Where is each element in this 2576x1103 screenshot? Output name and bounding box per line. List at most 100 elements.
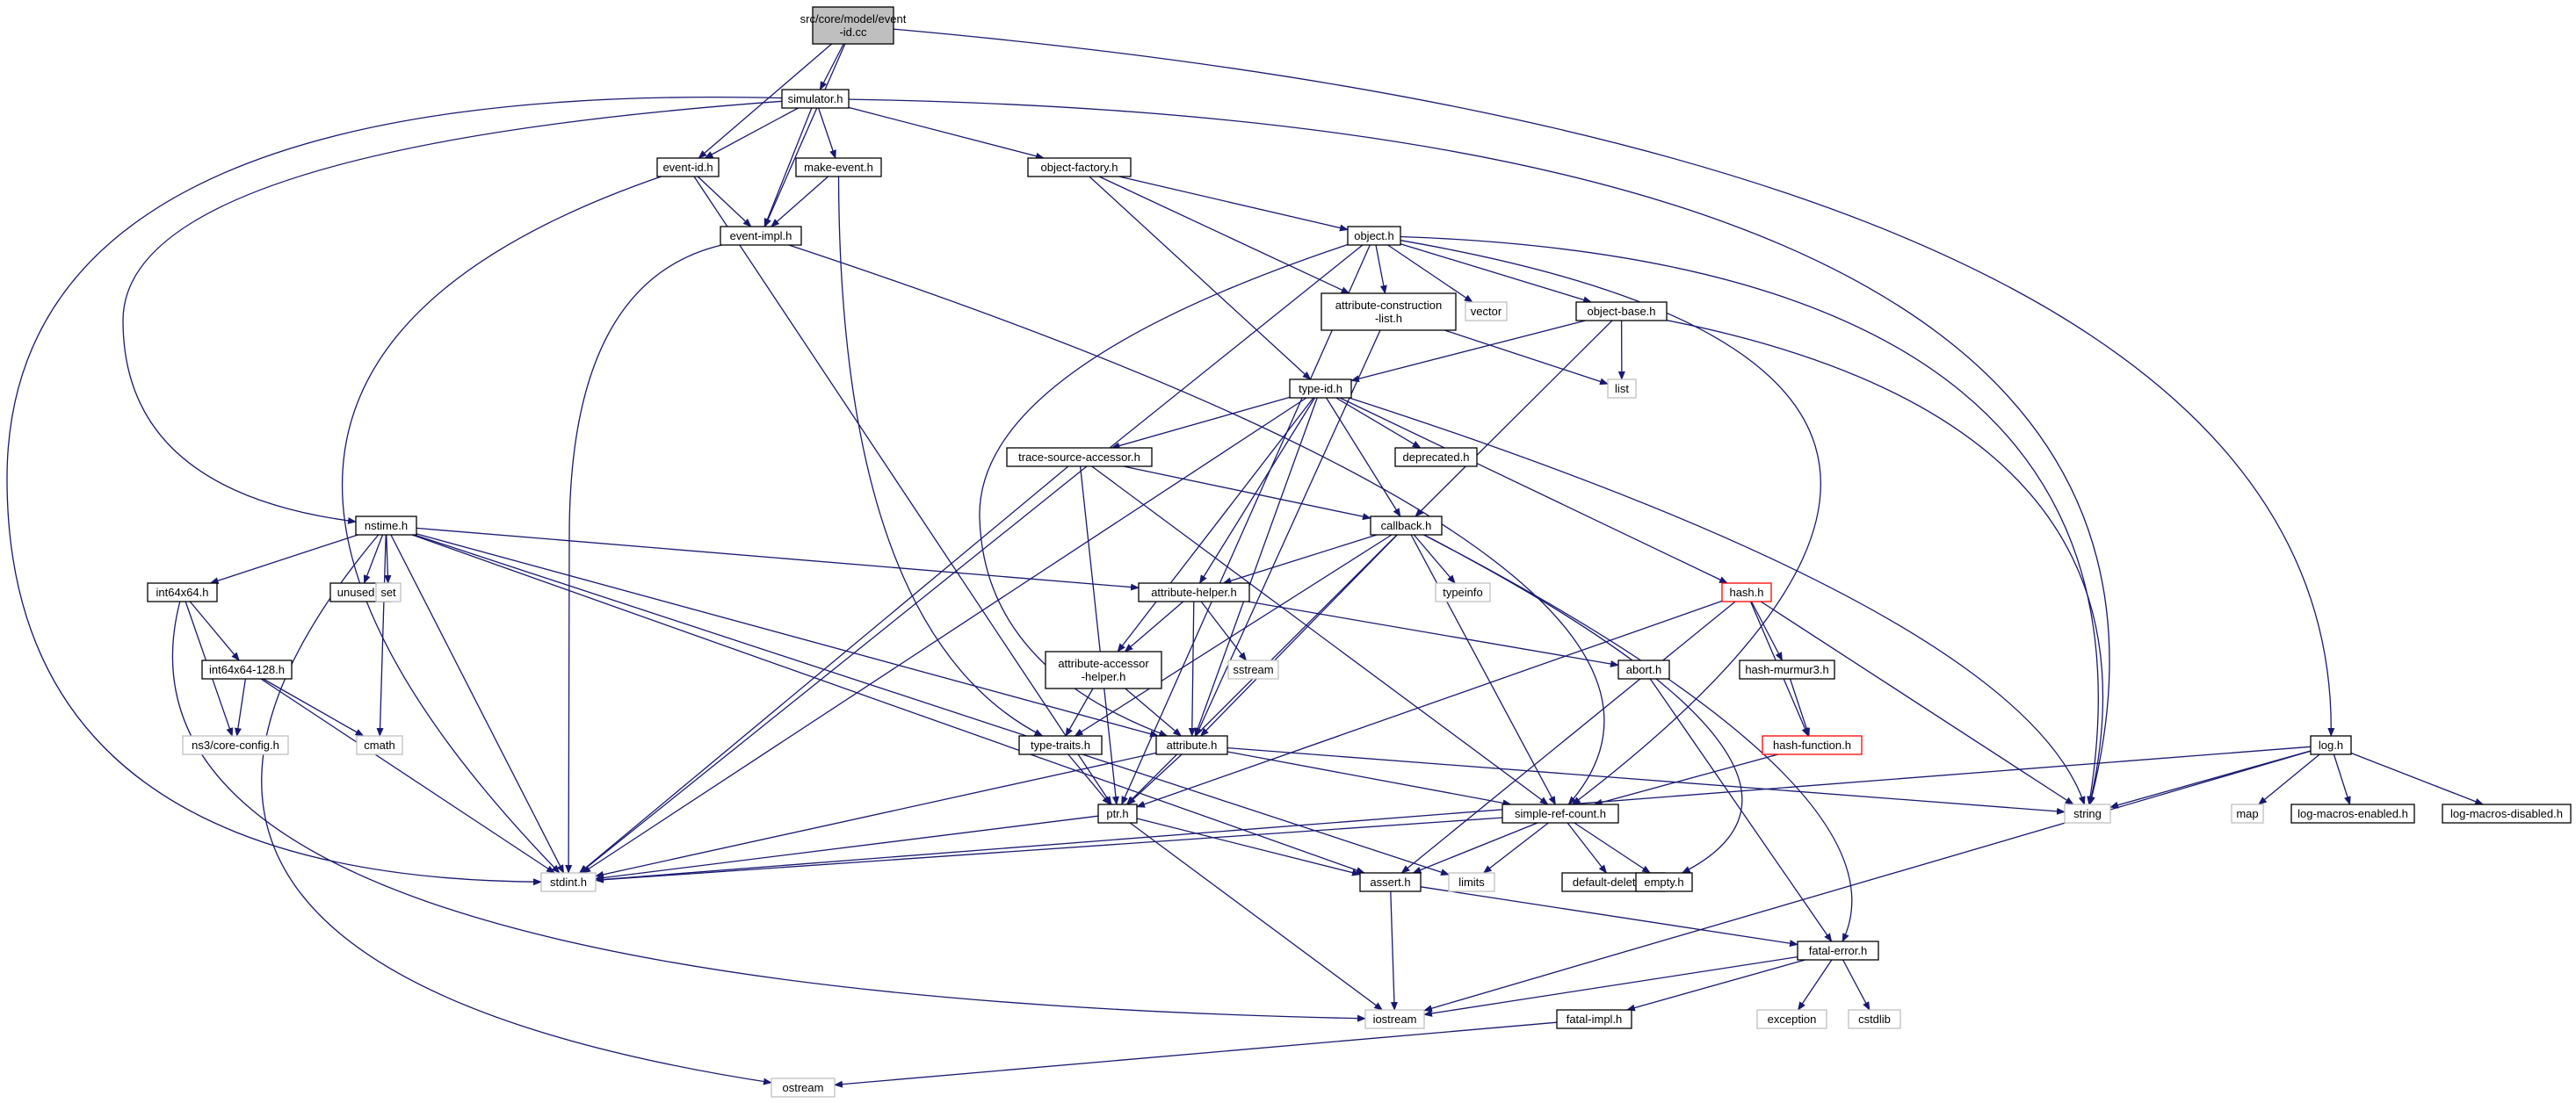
- node-label: typeinfo: [1443, 586, 1483, 599]
- edge-object-h-to-stdint-h: [579, 244, 1364, 874]
- node-box: [656, 157, 720, 177]
- node-log-macros-disabled-h[interactable]: log-macros-disabled.h: [2442, 804, 2572, 824]
- edge-line: [1412, 822, 1538, 874]
- edge-event-id-cc-to-log-h: [893, 28, 2335, 737]
- edge-attribute-helper-h-to-attribute-accessor-helper-h: [1124, 601, 1184, 652]
- edge-line: [1136, 600, 1723, 808]
- node-callback-h[interactable]: callback.h: [1370, 515, 1443, 536]
- edge-log-h-to-map: [2258, 753, 2320, 805]
- node-make-event-h[interactable]: make-event.h: [795, 157, 882, 177]
- edge-line: [1420, 886, 1798, 948]
- node-box: [1227, 660, 1279, 680]
- edge-line: [1326, 397, 1401, 517]
- node-fatal-error-h[interactable]: fatal-error.h: [1797, 941, 1879, 961]
- node-box: [1359, 872, 1422, 892]
- node-ptr-h[interactable]: ptr.h: [1097, 804, 1138, 824]
- edge-line: [189, 601, 240, 661]
- edge-line: [1798, 959, 1833, 1011]
- node-object-factory-h[interactable]: object-factory.h: [1027, 157, 1132, 177]
- edge-line: [1188, 601, 1196, 737]
- node-attribute-construction-list-h[interactable]: attribute-construction-list.h: [1321, 292, 1457, 331]
- edge-simulator-h-to-make-event-h: [817, 107, 836, 159]
- edge-assert-h-to-fatal-error-h: [1420, 886, 1798, 948]
- edge-attribute-accessor-helper-h-to-type-traits-h: [1065, 688, 1094, 737]
- node-type-traits-h[interactable]: type-traits.h: [1018, 735, 1103, 755]
- edge-line: [1125, 688, 1182, 737]
- node-label: trace-source-accessor.h: [1018, 451, 1140, 464]
- edge-trace-source-accessor-h-to-simple-ref-count-h: [1091, 465, 1549, 805]
- edge-line: [1415, 320, 1613, 517]
- node-label: src/core/model/event: [800, 12, 907, 25]
- node-event-impl-h[interactable]: event-impl.h: [720, 226, 802, 246]
- node-label: set: [380, 586, 396, 599]
- edge-event-id-h-to-event-impl-h: [697, 176, 752, 227]
- node-label: fatal-impl.h: [1567, 1013, 1623, 1026]
- edge-line: [565, 244, 722, 874]
- edge-line: [1444, 329, 1609, 386]
- node-box: [1607, 378, 1637, 399]
- edge-log-h-to-iostream: [1423, 750, 2312, 1013]
- node-label: hash-murmur3.h: [1745, 663, 1828, 676]
- node-ns3-core-config-h: ns3/core-config.h: [182, 735, 289, 755]
- edge-object-factory-h-to-attribute-construction-list-h: [1098, 176, 1350, 294]
- edge-hash-h-to-hash-murmur3-h: [1750, 601, 1784, 661]
- node-hash-function-h[interactable]: hash-function.h: [1762, 735, 1863, 755]
- edge-line: [1410, 534, 1556, 805]
- edge-line: [579, 244, 1364, 874]
- edge-line: [1198, 397, 1316, 584]
- node-fatal-impl-h[interactable]: fatal-impl.h: [1556, 1009, 1632, 1029]
- node-attribute-h[interactable]: attribute.h: [1155, 735, 1228, 755]
- node-box: [1448, 872, 1495, 892]
- node-box: [1756, 1009, 1827, 1029]
- node-hash-h[interactable]: hash.h: [1721, 582, 1772, 602]
- node-simulator-h[interactable]: simulator.h: [781, 89, 850, 109]
- edge-type-id-h-to-attribute-helper-h: [1198, 397, 1316, 584]
- edge-object-base-h-to-string: [1666, 320, 2104, 805]
- node-assert-h[interactable]: assert.h: [1359, 872, 1422, 892]
- node-nstime-h[interactable]: nstime.h: [355, 515, 417, 536]
- edge-object-h-to-object-base-h: [1400, 243, 1593, 304]
- node-simple-ref-count-h[interactable]: simple-ref-count.h: [1501, 804, 1619, 824]
- node-box: [1635, 872, 1693, 892]
- node-type-id-h[interactable]: type-id.h: [1289, 378, 1352, 399]
- node-event-id-h[interactable]: event-id.h: [656, 157, 720, 177]
- edge-int64x64-128-h-to-ns3-core-config-h: [234, 678, 247, 737]
- node-label: cstdlib: [1858, 1013, 1891, 1026]
- node-label: event-impl.h: [730, 229, 792, 242]
- node-empty-h[interactable]: empty.h: [1635, 872, 1693, 892]
- edge-line: [1666, 320, 2104, 805]
- node-event-id-cc[interactable]: src/core/model/event-id.cc: [800, 6, 907, 45]
- node-log-h[interactable]: log.h: [2310, 735, 2352, 755]
- node-box: [2064, 804, 2111, 824]
- edge-abort-h-to-fatal-error-h: [1649, 678, 1833, 942]
- edge-object-factory-h-to-type-id-h: [1089, 176, 1312, 380]
- node-int64x64-h[interactable]: int64x64.h: [147, 582, 218, 602]
- edge-line: [1387, 244, 1473, 303]
- node-label: default-deleter.h: [1573, 876, 1654, 889]
- node-label: make-event.h: [804, 161, 873, 174]
- edge-nstime-h-to-unused-h: [363, 534, 384, 584]
- edge-line: [416, 527, 1140, 591]
- node-int64x64-128-h[interactable]: int64x64-128.h: [201, 660, 293, 680]
- node-object-base-h[interactable]: object-base.h: [1575, 301, 1668, 321]
- node-box: [812, 6, 894, 45]
- node-box: [1762, 735, 1863, 755]
- node-hash-murmur3-h[interactable]: hash-murmur3.h: [1739, 660, 1835, 680]
- node-abort-h[interactable]: abort.h: [1617, 660, 1670, 680]
- node-label: object-base.h: [1587, 305, 1655, 318]
- node-box: [356, 735, 403, 755]
- edge-line: [595, 815, 1099, 882]
- node-log-macros-enabled-h[interactable]: log-macros-enabled.h: [2290, 804, 2415, 824]
- node-deprecated-h[interactable]: deprecated.h: [1394, 447, 1478, 467]
- edge-line: [1349, 397, 2086, 805]
- node-attribute-accessor-helper-h[interactable]: attribute-accessor-helper.h: [1045, 651, 1162, 689]
- edge-line: [1390, 890, 1398, 1011]
- node-trace-source-accessor-h[interactable]: trace-source-accessor.h: [1006, 447, 1153, 467]
- edge-simple-ref-count-h-to-limits: [1482, 822, 1549, 874]
- node-map: map: [2231, 804, 2264, 824]
- edge-line: [341, 176, 662, 874]
- edge-line: [1074, 534, 1393, 737]
- node-attribute-helper-h[interactable]: attribute-helper.h: [1138, 582, 1250, 602]
- node-object-h[interactable]: object.h: [1347, 226, 1401, 246]
- node-label: iostream: [1373, 1013, 1417, 1026]
